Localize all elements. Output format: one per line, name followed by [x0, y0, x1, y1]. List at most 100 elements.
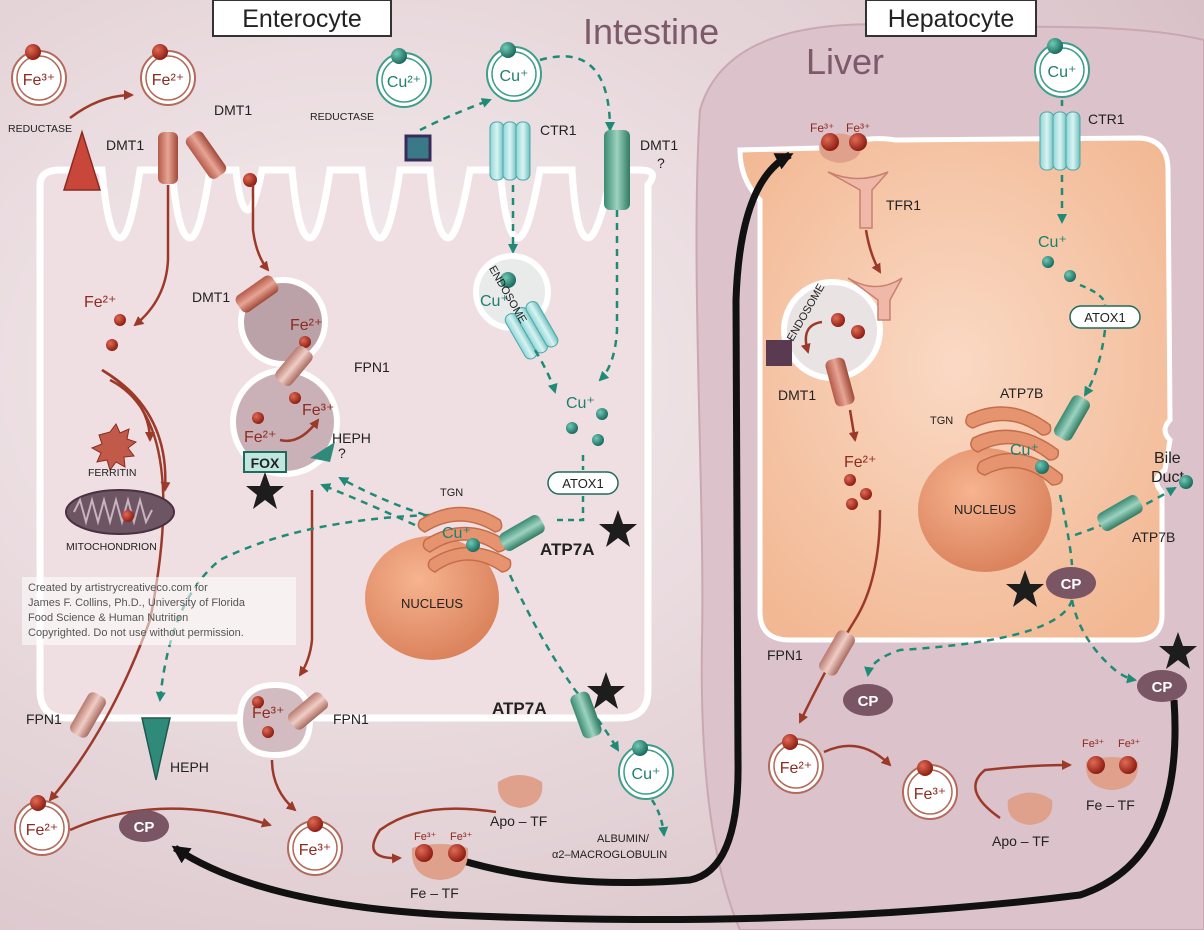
bile-label: Bile: [1154, 450, 1181, 467]
ctr1-ent: [489, 121, 531, 181]
svg-text:Fe³⁺: Fe³⁺: [1082, 738, 1105, 750]
reductase-square-cu: [404, 134, 432, 162]
ferritin-icon: [90, 423, 138, 472]
svg-text:Fe³⁺: Fe³⁺: [450, 831, 473, 843]
fe-entry-arrow: [133, 185, 170, 327]
atox1-pill-ent: [547, 471, 619, 495]
dmt1-label-3: DMT1: [192, 289, 230, 305]
atp7a-lower: [570, 691, 602, 739]
star-icon: [599, 510, 637, 547]
cu1-hep-cyto: Cu⁺: [1038, 234, 1067, 251]
credit-line-1: Created by artistrycreativeco.com for: [28, 582, 208, 594]
apo-tf-hep: [1007, 792, 1053, 825]
atp7b-label-1: ATP7B: [1000, 385, 1043, 401]
fpn1-label-hep: FPN1: [767, 647, 803, 663]
svg-text:CP: CP: [134, 819, 155, 836]
atp7a-label-2: ATP7A: [492, 699, 546, 718]
fe3-vesicle-label: Fe³⁺: [302, 402, 334, 419]
dmt1-q-mark: ?: [657, 155, 665, 171]
apo-tf-label-ent: Apo – TF: [490, 813, 547, 829]
atp7b-upper: [1054, 395, 1090, 441]
atp7a-upper: [499, 515, 545, 551]
fpn1-hep: [819, 630, 855, 676]
cp-hep-left: CP: [843, 684, 893, 716]
dmt1-hep: [825, 357, 855, 407]
cu1-serum: Cu⁺: [618, 740, 674, 800]
fpn1-label-3: FPN1: [26, 711, 62, 727]
dmt1-vesicle: [235, 275, 279, 313]
fe2-hep-serum: Fe²⁺: [768, 734, 824, 794]
credit-line-2: James F. Collins, Ph.D., University of F…: [28, 597, 246, 609]
fpn1-label-1: FPN1: [354, 359, 390, 375]
dmt1-label-1: DMT1: [106, 137, 144, 153]
credit-line-3: Food Science & Human Nutrition: [28, 612, 189, 624]
ctr1-label-hep: CTR1: [1088, 111, 1125, 127]
fe3-hep-serum: Fe³⁺: [902, 760, 958, 820]
svg-text:Fe²⁺: Fe²⁺: [152, 72, 184, 89]
atp7b-label-2: ATP7B: [1132, 529, 1175, 545]
reductase-square-hep: [766, 340, 792, 366]
svg-text:Fe³⁺: Fe³⁺: [23, 72, 55, 89]
svg-text:Fe²⁺: Fe²⁺: [780, 760, 812, 777]
fpn1-left: [70, 692, 106, 738]
fox-label: FOX: [251, 455, 280, 471]
to-mito-arrow: [101, 368, 171, 492]
ctr1-label-ent: CTR1: [540, 122, 577, 138]
hepatocyte-title-box: [865, 0, 1037, 37]
fe2-cytosol-label: Fe²⁺: [84, 294, 116, 311]
albumin-label: ALBUMIN/: [597, 833, 650, 845]
atox1-pill-hep: [1069, 305, 1141, 329]
apo-tf-ent: [497, 775, 543, 808]
cp-hep-mid: CP: [1046, 567, 1096, 599]
fe-dot: [106, 339, 118, 351]
mitochondrion-label: MITOCHONDRION: [66, 541, 157, 553]
svg-text:Fe²⁺: Fe²⁺: [26, 822, 58, 839]
credit-block: Created by artistrycreativeco.com for Ja…: [22, 577, 296, 645]
heph-label: HEPH: [170, 759, 209, 775]
fe2-vesicle-label-2: Fe²⁺: [244, 429, 276, 446]
tfr1-label: TFR1: [886, 197, 921, 213]
star-icon: [1159, 632, 1197, 669]
fe3-serum: Fe³⁺: [287, 816, 343, 876]
duct-label: Duct: [1151, 469, 1184, 486]
svg-text:Fe³⁺: Fe³⁺: [414, 831, 437, 843]
hepatocyte-cell: [737, 135, 1173, 643]
tgn-label-hep: TGN: [930, 415, 953, 427]
fe-tf-label-hep: Fe – TF: [1086, 797, 1135, 813]
ferritin-label: FERRITIN: [88, 467, 136, 479]
enterocyte-title-box: [212, 0, 392, 37]
ctr1-endosome: [504, 301, 559, 360]
cu1-hep-top: Cu⁺: [1034, 38, 1090, 98]
svg-text:CP: CP: [1152, 679, 1173, 696]
nucleus-hep: [918, 448, 1052, 572]
reductase-label-ent: REDUCTASE: [8, 123, 72, 135]
liver-label: Liver: [806, 41, 884, 82]
cu1-endosome-label: Cu⁺: [480, 293, 509, 310]
tfr1-receptor: [827, 171, 889, 229]
tgn-label-ent: TGN: [440, 487, 463, 499]
fpn1-baso: [287, 692, 329, 730]
svg-text:Fe³⁺: Fe³⁺: [914, 786, 946, 803]
fe3-baso-label: Fe³⁺: [252, 705, 284, 722]
star-icon: [1006, 570, 1044, 607]
fe2-serum: Fe²⁺: [14, 795, 70, 856]
svg-text:Cu⁺: Cu⁺: [632, 766, 661, 783]
cp-circulation-arrow: [171, 699, 1179, 923]
cp-serum-ent: CP: [119, 810, 169, 842]
svg-text:Fe³⁺: Fe³⁺: [1118, 738, 1141, 750]
cu2-lumen: Cu²⁺: [376, 48, 432, 108]
fe2-vesicle-label: Fe²⁺: [290, 317, 322, 334]
dmt1-brush-border: [158, 132, 178, 184]
tgn-ent: [417, 506, 512, 573]
dmt1-cu: [604, 130, 630, 210]
svg-text:Fe³⁺: Fe³⁺: [299, 842, 331, 859]
vesicle-arrow: [251, 185, 270, 272]
reductase-triangle-ent: [62, 129, 102, 191]
cu1-lumen: Cu⁺: [486, 42, 542, 102]
svg-text:Cu²⁺: Cu²⁺: [387, 74, 421, 91]
enterocyte-title: Enterocyte: [242, 5, 362, 33]
apo-tf-label-hep: Apo – TF: [992, 833, 1049, 849]
cu1-tgn-label: Cu⁺: [442, 525, 471, 542]
